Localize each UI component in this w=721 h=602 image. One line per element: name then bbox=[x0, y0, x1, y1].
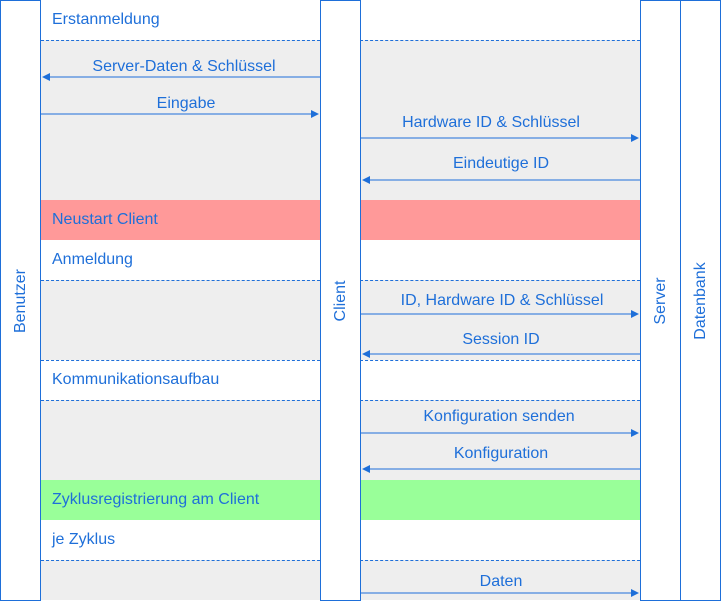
separator bbox=[41, 560, 320, 561]
band-anmeldung-messages-right bbox=[360, 280, 640, 360]
message-label-id-hw: ID, Hardware ID & Schlüssel bbox=[400, 292, 604, 309]
message-label-konfig-senden: Konfiguration senden bbox=[423, 408, 575, 425]
message-label-hardware-id: Hardware ID & Schlüssel bbox=[402, 114, 580, 131]
message-label-server-daten: Server-Daten & Schlüssel bbox=[92, 58, 276, 75]
lane-server: Server bbox=[640, 0, 681, 601]
message-label-eindeutige-id: Eindeutige ID bbox=[452, 155, 550, 172]
phase-anmeldung: Anmeldung bbox=[52, 251, 133, 268]
band-zyklus-messages bbox=[41, 560, 320, 600]
separator bbox=[41, 360, 320, 361]
band-neustart-left bbox=[41, 200, 320, 240]
band-kommunikation-messages-right bbox=[360, 400, 640, 480]
lane-benutzer: Benutzer bbox=[0, 0, 41, 601]
message-label-konfiguration: Konfiguration bbox=[453, 445, 549, 462]
separator bbox=[360, 40, 640, 41]
phase-zyklus: je Zyklus bbox=[52, 531, 116, 548]
band-zyklusreg-right bbox=[360, 480, 640, 520]
separator bbox=[41, 400, 320, 401]
band-erstanmeldung-messages-right bbox=[360, 40, 640, 200]
separator bbox=[41, 280, 320, 281]
phase-erstanmeldung: Erstanmeldung bbox=[52, 11, 160, 28]
phase-kommunikation: Kommunikationsaufbau bbox=[52, 371, 220, 388]
band-kommunikation-messages bbox=[41, 400, 320, 480]
lane-datenbank: Datenbank bbox=[680, 0, 721, 601]
band-erstanmeldung-messages bbox=[41, 40, 320, 200]
separator bbox=[360, 560, 640, 561]
band-zyklusreg-left bbox=[41, 480, 320, 520]
lane-client: Client bbox=[320, 0, 361, 601]
band-neustart-right bbox=[360, 200, 640, 240]
phase-neustart: Neustart Client bbox=[52, 211, 158, 228]
separator bbox=[360, 400, 640, 401]
separator bbox=[360, 280, 640, 281]
separator bbox=[41, 40, 320, 41]
message-label-eingabe: Eingabe bbox=[156, 95, 216, 112]
message-label-daten: Daten bbox=[479, 573, 523, 590]
separator bbox=[360, 360, 640, 361]
message-label-session-id: Session ID bbox=[462, 331, 540, 348]
phase-zyklusreg: Zyklusregistrierung am Client bbox=[52, 491, 260, 508]
band-anmeldung-messages bbox=[41, 280, 320, 360]
